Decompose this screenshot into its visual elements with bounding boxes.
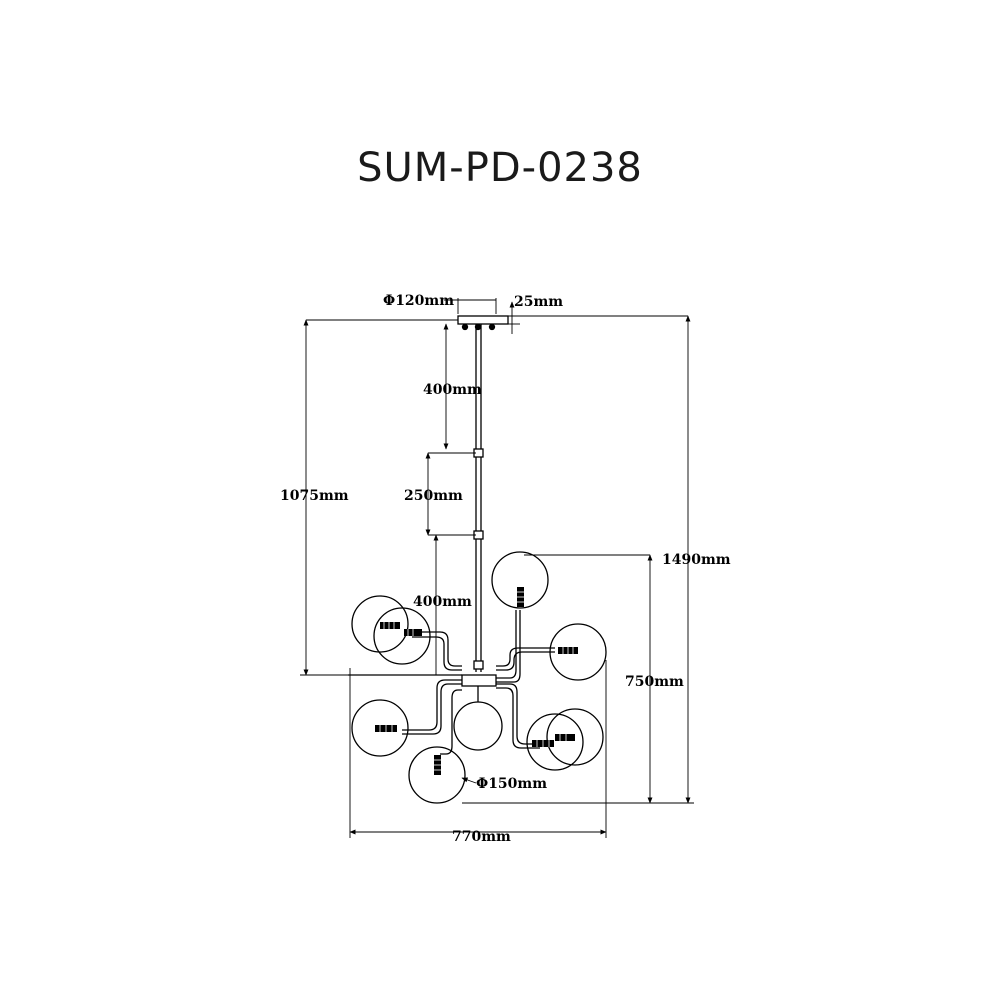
central-globe — [453, 701, 503, 751]
dim-canopy-diameter: Φ120mm — [383, 293, 454, 309]
central-hub — [461, 674, 497, 687]
arm — [496, 610, 517, 679]
canopy — [457, 315, 509, 325]
dim-rod-top: 400mm — [423, 382, 482, 398]
canopy-screw — [461, 323, 469, 331]
globe-shade — [546, 708, 604, 766]
arm — [496, 683, 540, 745]
dim-total-height: 1490mm — [662, 552, 731, 568]
dim-drop-to-body: 1075mm — [280, 488, 349, 504]
arm — [412, 631, 462, 667]
dimension-lines — [300, 298, 694, 838]
globe-shade — [373, 607, 431, 665]
dim-body-height: 750mm — [625, 674, 684, 690]
dim-rod-bottom: 400mm — [413, 594, 472, 610]
dim-total-width: 770mm — [452, 829, 511, 845]
globe-shade — [491, 551, 549, 609]
model-title: SUM-PD-0238 — [357, 145, 643, 191]
rod-joint — [473, 660, 484, 670]
dim-canopy-height: 25mm — [514, 294, 563, 310]
dim-shade-diameter: Φ150mm — [476, 776, 547, 792]
dim-rod-middle: 250mm — [404, 488, 463, 504]
arm — [402, 679, 462, 731]
globe-shade — [351, 699, 409, 757]
canopy-screw — [488, 323, 496, 331]
globe-shade — [351, 595, 409, 653]
globe-shade — [549, 623, 607, 681]
arm — [496, 647, 555, 667]
globe-shade — [526, 713, 584, 771]
arm — [440, 689, 462, 755]
globe-shade — [408, 746, 466, 804]
